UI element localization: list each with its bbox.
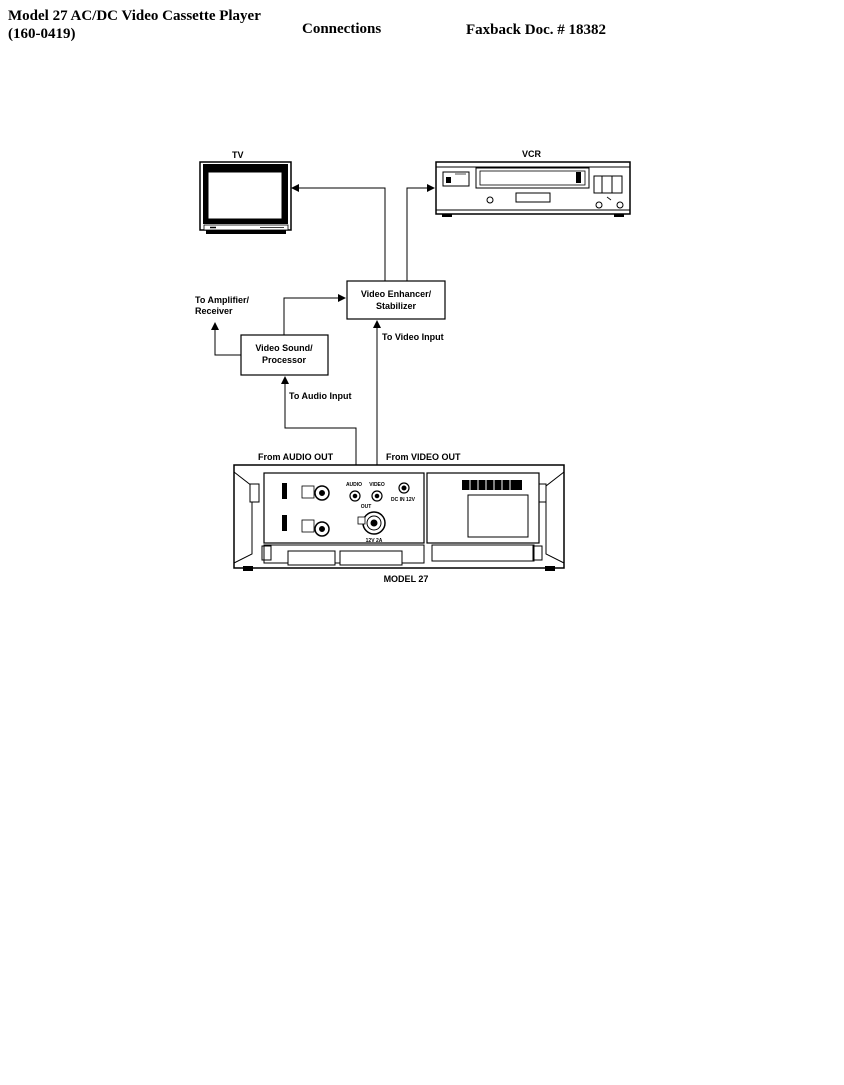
panel-video-label: VIDEO [369,482,385,488]
panel-power-label: 12V 2A [366,538,383,544]
panel-dc-in-label: DC IN 12V [391,497,416,503]
from-audio-out-label: From AUDIO OUT [258,452,334,462]
tv-icon [199,161,292,234]
video-enhancer-box [346,280,446,320]
document-subtitle: (160-0419) [8,26,76,42]
video-input-label: To Video Input [382,332,444,342]
doc-number: Faxback Doc. # 18382 [466,22,606,38]
video-enhancer-label-line2: Stabilizer [376,301,417,311]
model-27-player-icon [233,464,565,571]
processor-to-amplifier-line [211,322,241,356]
sound-processor-label-line1: Video Sound/ [255,343,313,353]
audio-out-line [281,376,357,465]
amplifier-label-line2: Receiver [195,306,233,316]
audio-input-label: To Audio Input [289,391,351,401]
vcr-label: VCR [522,149,542,159]
panel-audio-label: AUDIO [346,482,362,488]
model-27-label: MODEL 27 [384,574,429,584]
enhancer-to-vcr-line [406,184,435,281]
amplifier-label-line1: To Amplifier/ [195,295,249,305]
tv-label: TV [232,150,244,160]
video-enhancer-label-line1: Video Enhancer/ [361,289,432,299]
section-title: Connections [302,21,382,37]
vcr-icon [435,161,631,217]
document-title: Model 27 AC/DC Video Cassette Player [8,8,261,24]
enhancer-to-tv-line [291,184,386,281]
panel-out-label: OUT [361,504,372,510]
processor-to-enhancer-line [283,294,346,335]
from-video-out-label: From VIDEO OUT [386,452,461,462]
sound-processor-label-line2: Processor [262,355,307,365]
